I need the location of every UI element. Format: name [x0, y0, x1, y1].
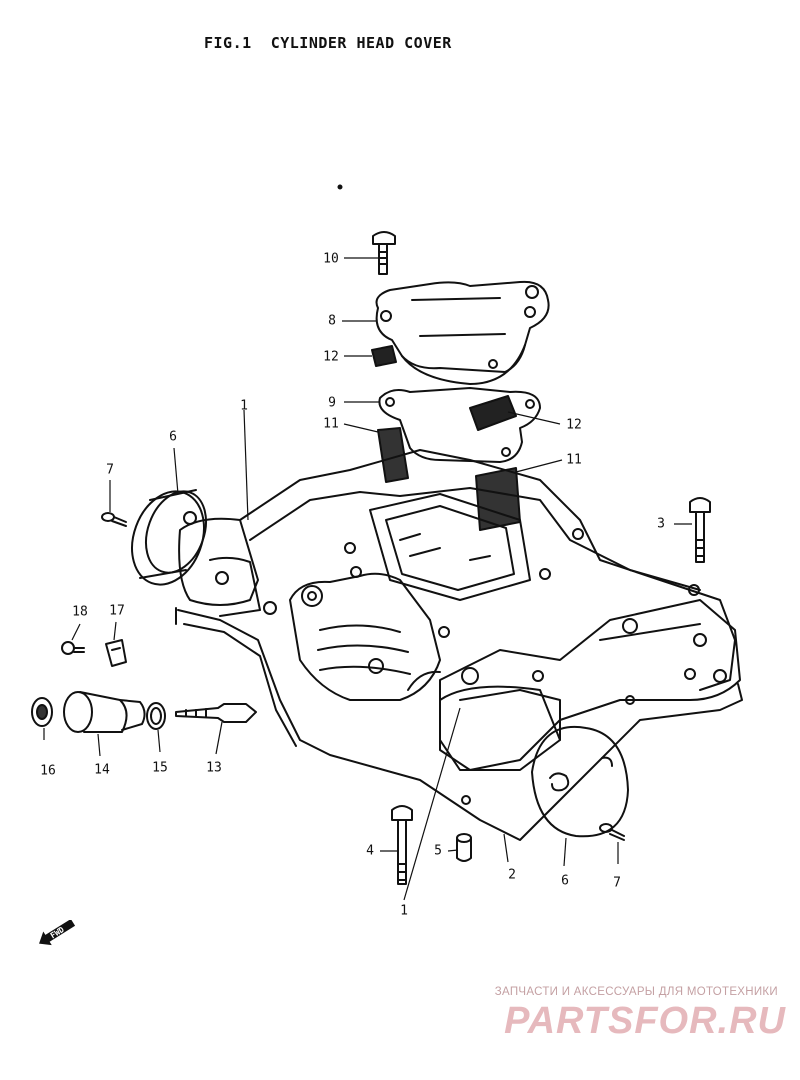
callout-7-left: 7	[106, 462, 114, 478]
callout-14: 14	[94, 762, 110, 778]
clip-17	[105, 639, 127, 667]
callout-15: 15	[152, 760, 168, 776]
callout-6-left: 6	[169, 429, 177, 445]
callout-16: 16	[40, 763, 56, 779]
callout-5: 5	[434, 843, 442, 859]
callout-18: 18	[72, 604, 88, 620]
figure-title: FIG.1 CYLINDER HEAD COVER	[204, 34, 452, 52]
callout-1-top: 1	[240, 398, 248, 414]
callout-8: 8	[328, 313, 336, 329]
damper-pad-12-left	[371, 345, 397, 367]
callout-4: 4	[366, 843, 374, 859]
watermark-caption: ЗАПЧАСТИ И АКСЕССУАРЫ ДЛЯ МОТОТЕХНИКИ	[494, 986, 778, 998]
callout-17: 17	[109, 603, 125, 619]
callout-7-right: 7	[613, 875, 621, 891]
callout-10: 10	[323, 251, 339, 267]
breather-cover-8	[375, 280, 550, 385]
bolt-3	[689, 497, 711, 563]
o-ring-15	[146, 702, 166, 730]
bolt-4	[391, 805, 413, 885]
forward-arrow-icon: FWD	[39, 920, 76, 946]
gasket-2	[175, 607, 743, 841]
cap-6-left	[131, 489, 207, 586]
callout-13: 13	[206, 760, 222, 776]
ring-16	[31, 697, 53, 727]
callout-11-left: 11	[323, 416, 339, 432]
seal-strip-11-left	[377, 427, 409, 483]
cap-6-right	[531, 726, 629, 838]
sensor-13	[175, 703, 257, 723]
bolt-10	[372, 231, 396, 275]
leader-lines	[43, 257, 692, 901]
screw-7-right	[599, 823, 625, 841]
callout-1-bottom: 1	[400, 903, 408, 919]
damper-pad-12-right	[469, 395, 517, 431]
callout-9: 9	[328, 395, 336, 411]
dowel-pin-5	[456, 833, 472, 862]
watermark-logo: PARTSFOR.RU	[504, 1000, 786, 1042]
callout-11-right: 11	[566, 452, 582, 468]
pin-hole	[461, 795, 471, 805]
screw-7-left	[101, 512, 127, 527]
gasket-9	[378, 387, 541, 463]
callout-3: 3	[657, 516, 665, 532]
callout-12-upper: 12	[323, 349, 339, 365]
screw-18	[61, 641, 85, 655]
callout-2: 2	[508, 867, 516, 883]
callout-12-right: 12	[566, 417, 582, 433]
stray-dot	[337, 184, 343, 190]
callout-6-right: 6	[561, 873, 569, 889]
cylinder-head-cover-1	[178, 449, 741, 771]
sleeve-14	[63, 691, 146, 733]
